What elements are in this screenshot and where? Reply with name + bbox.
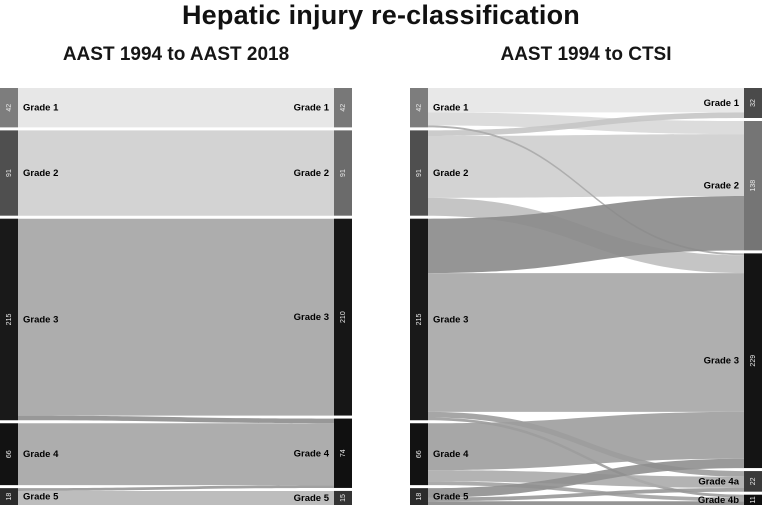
sankey-panel-aast2018: 42 Grade 1 91 Grade 2 215 Grade 3 66 Grade 4 18 G… [0,88,352,505]
node-label: Grade 3 [433,314,468,325]
node-label: Grade 4 [23,449,59,460]
node-label: Grade 5 [433,492,469,503]
flow-link [428,411,744,471]
node-bar [410,130,428,216]
node-bar [744,471,762,492]
node-value: 210 [340,311,347,323]
node-bar [410,88,428,128]
node-bar [0,488,18,505]
node-bar [744,494,762,505]
node-value: 91 [416,169,423,177]
node-label: Grade 2 [433,168,468,179]
node-label: Grade 1 [23,103,59,114]
node-value: 66 [416,450,423,458]
node-bar [0,218,18,421]
node-bar [410,488,428,505]
flow-link [18,88,334,128]
flow-link [18,130,334,216]
node-bar [744,253,762,469]
node-value: 91 [6,169,13,177]
node-label: Grade 1 [294,103,330,114]
node-label: Grade 5 [23,492,59,503]
flow-link [428,458,744,498]
node-bar [0,130,18,216]
flow-link [18,490,334,505]
node-value: 18 [416,493,423,501]
node-bar [744,88,762,118]
node-label: Grade 3 [294,312,329,323]
node-value: 42 [340,104,347,112]
node-value: 229 [750,355,757,367]
node-value: 42 [416,104,423,112]
panel-subtitle-ctsi: AAST 1994 to CTSI [500,44,672,65]
node-bar [410,218,428,421]
node-value: 32 [750,99,757,107]
flow-link [428,273,744,412]
figure-title: Hepatic injury re-classification [181,0,581,30]
node-label: Grade 1 [433,103,469,114]
flow-link [18,485,334,491]
node-label: Grade 2 [294,168,329,179]
node-label: Grade 2 [23,168,58,179]
node-value: 18 [6,493,13,501]
node-label: Grade 4 [433,449,469,460]
node-bar [0,88,18,128]
node-value: 91 [340,169,347,177]
flow-link [18,415,334,424]
node-label: Grade 2 [704,181,739,192]
flow-link [18,218,334,416]
node-label: Grade 3 [23,314,58,325]
node-value: 22 [750,477,757,485]
flow-link [428,196,744,274]
node-bar [334,88,352,128]
node-label: Grade 1 [704,98,740,109]
node-label: Grade 4b [698,495,739,506]
node-value: 42 [6,104,13,112]
node-label: Grade 5 [294,493,330,504]
node-value: 215 [416,314,423,326]
panel-subtitle-aast2018: AAST 1994 to AAST 2018 [62,44,290,65]
node-value: 15 [340,494,347,502]
flow-link [428,88,744,113]
node-value: 215 [6,314,13,326]
node-bar [410,423,428,486]
node-label: Grade 4 [294,448,330,459]
flow-link [428,487,744,502]
node-bar [744,121,762,251]
flow-link [428,112,744,136]
flow-link [428,501,744,505]
flow-link [428,125,744,256]
node-bar [334,218,352,416]
node-bar [334,130,352,216]
node-value: 138 [750,180,757,192]
node-label: Grade 3 [704,356,739,367]
node-bar [334,490,352,505]
flow-link [428,134,744,198]
node-bar [0,423,18,486]
node-value: 11 [750,496,757,503]
node-bar [334,418,352,488]
node-label: Grade 4a [698,476,739,487]
flow-link [18,423,334,486]
node-value: 74 [340,449,347,457]
node-value: 66 [6,450,13,458]
